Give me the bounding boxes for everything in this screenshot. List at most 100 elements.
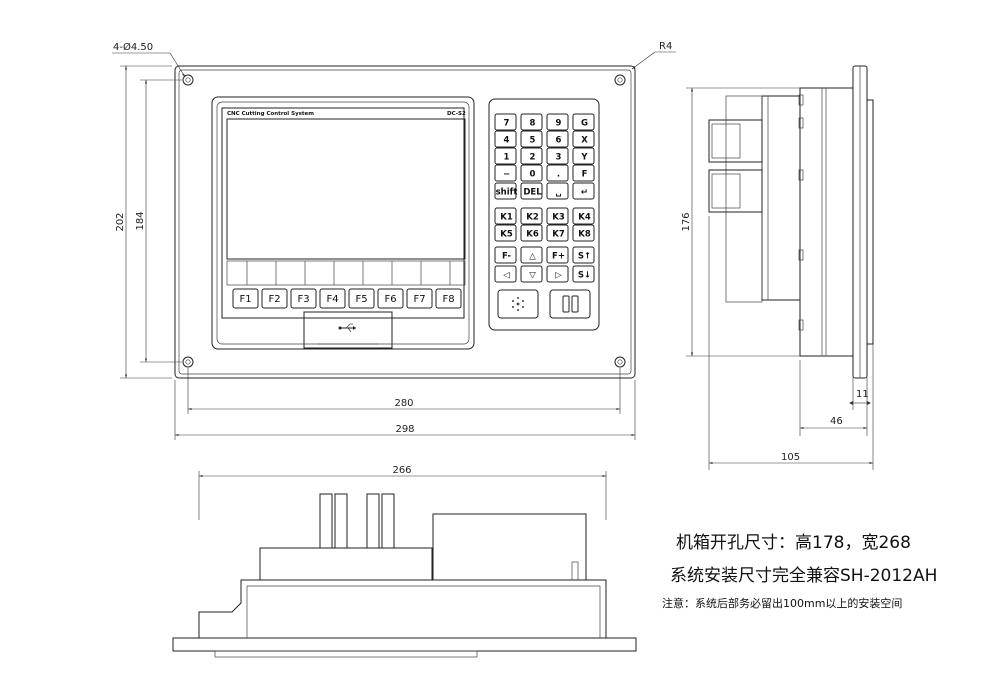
keypad-key-r2c2[interactable] (546, 147, 569, 165)
front-panel-outline (174, 65, 636, 379)
keypad-key-r5c1[interactable] (520, 207, 543, 225)
keypad-key-label: K6 (526, 230, 539, 240)
keypad-key-r6c1[interactable] (520, 224, 543, 242)
keypad-key-label: K4 (578, 213, 591, 223)
keypad-key-r4c3[interactable] (572, 182, 595, 200)
keypad-key-r1c1[interactable] (520, 130, 543, 148)
keypad-key-r1c3[interactable] (572, 130, 595, 148)
keypad-key-r7c3[interactable] (572, 246, 595, 264)
keypad-key-r8c3[interactable] (572, 265, 595, 283)
dim-46: 46 (830, 416, 843, 427)
keypad-key-label: 8 (530, 119, 536, 129)
hole-spec-label: 4-Ø4.50 (113, 41, 153, 53)
keypad-key-label: S↑ (578, 252, 591, 262)
f4-key-label: F4 (326, 294, 338, 305)
keypad-panel (488, 98, 600, 331)
keypad-key-label: S↓ (578, 271, 591, 281)
top-connector-a (319, 493, 333, 549)
keypad-key-r4c0[interactable] (494, 182, 517, 200)
keypad-key-label: 0 (530, 170, 536, 180)
keypad-key-r2c0[interactable] (494, 147, 517, 165)
rotary-knob-icon[interactable] (512, 297, 524, 311)
keypad-key-r8c2[interactable] (546, 265, 569, 283)
keypad-key-r4c2[interactable] (546, 182, 569, 200)
keypad-key-label: △ (529, 252, 536, 262)
keypad-key-r7c2[interactable] (546, 246, 569, 264)
keypad-key-label: ↵ (581, 188, 588, 198)
keypad-key-label: Y (580, 153, 588, 163)
usb-icon (338, 323, 356, 333)
keypad-key-r6c3[interactable] (572, 224, 595, 242)
keypad-key-r4c1[interactable] (520, 182, 543, 200)
keypad-key-r5c0[interactable] (494, 207, 517, 225)
keypad-key-r6c2[interactable] (546, 224, 569, 242)
keypad-key-r1c0[interactable] (494, 130, 517, 148)
keypad-key-r3c3[interactable] (572, 164, 595, 182)
keypad-key-r3c0[interactable] (494, 164, 517, 182)
front-dimensions: 280 298 202 184 (115, 65, 636, 440)
dim-176: 176 (681, 212, 692, 231)
f7-key[interactable] (406, 288, 433, 309)
lcd-display (226, 118, 466, 260)
keypad-key-r0c1[interactable] (520, 113, 543, 131)
connector-upper (708, 119, 763, 163)
keypad-key-r8c0[interactable] (494, 265, 517, 283)
keypad-key-label: K2 (526, 213, 539, 223)
top-board (259, 547, 433, 581)
keypad-key-label: K3 (552, 213, 565, 223)
keypad-key-r3c2[interactable] (546, 164, 569, 182)
top-connector-b (366, 493, 380, 549)
keypad-key-label: ◁ (503, 271, 510, 281)
keypad-key-label: ▽ (529, 271, 536, 281)
corner-radius-label: R4 (659, 41, 672, 52)
compatibility-note: 系统安装尺寸完全兼容SH-2012AH (670, 566, 938, 586)
dim-105: 105 (781, 452, 800, 463)
top-terminal (571, 561, 579, 581)
keypad-key-label: 4 (504, 136, 510, 146)
f8-key[interactable] (435, 288, 462, 309)
keypad-key-r7c1[interactable] (520, 246, 543, 264)
dim-202: 202 (115, 212, 126, 231)
side-body (799, 87, 854, 357)
usb-port-cover[interactable] (303, 311, 393, 349)
screen-frame (221, 107, 465, 319)
keypad-key-r0c0[interactable] (494, 113, 517, 131)
f2-key[interactable] (261, 288, 288, 309)
switch-housing (549, 289, 591, 319)
keypad-key-r2c3[interactable] (572, 147, 595, 165)
keypad-key-r1c2[interactable] (546, 130, 569, 148)
f6-key-label: F6 (384, 294, 396, 305)
keypad-key-r7c0[interactable] (494, 246, 517, 264)
keypad-key-label: ␣ (555, 188, 561, 198)
toggle-switch-icon[interactable] (562, 295, 579, 313)
keypad-key-label: 6 (556, 136, 562, 146)
f3-key[interactable] (290, 288, 317, 309)
keypad-key-r0c3[interactable] (572, 113, 595, 131)
dim-11: 11 (856, 389, 869, 400)
keypad-key-r8c1[interactable] (520, 265, 543, 283)
dim-266: 266 (392, 465, 411, 476)
keypad-key-r6c0[interactable] (494, 224, 517, 242)
keypad-key-r2c1[interactable] (520, 147, 543, 165)
keypad-key-r5c3[interactable] (572, 207, 595, 225)
f1-key-label: F1 (239, 294, 251, 305)
f2-key-label: F2 (268, 294, 280, 305)
keypad-key-label: . (557, 170, 560, 180)
keypad-key-r3c1[interactable] (520, 164, 543, 182)
keypad-key-label: K7 (552, 230, 565, 240)
keypad-key-r5c2[interactable] (546, 207, 569, 225)
f1-key[interactable] (232, 288, 259, 309)
keypad-key-label: X (581, 136, 588, 146)
keypad-key-r0c2[interactable] (546, 113, 569, 131)
f5-key[interactable] (348, 288, 375, 309)
keypad-key-label: 5 (530, 136, 536, 146)
clearance-warning-note: 注意：系统后部务必留出100mm以上的安装空间 (662, 597, 903, 610)
keypad-key-label: 7 (504, 119, 510, 129)
front-view: 4-Ø4.50 R4 CNC Cutting Control System DC… (112, 41, 676, 440)
f3-key-label: F3 (297, 294, 309, 305)
keypad-key-label: 2 (530, 153, 536, 163)
keypad-key-label: 9 (556, 119, 562, 129)
f4-key[interactable] (319, 288, 346, 309)
f6-key[interactable] (377, 288, 404, 309)
